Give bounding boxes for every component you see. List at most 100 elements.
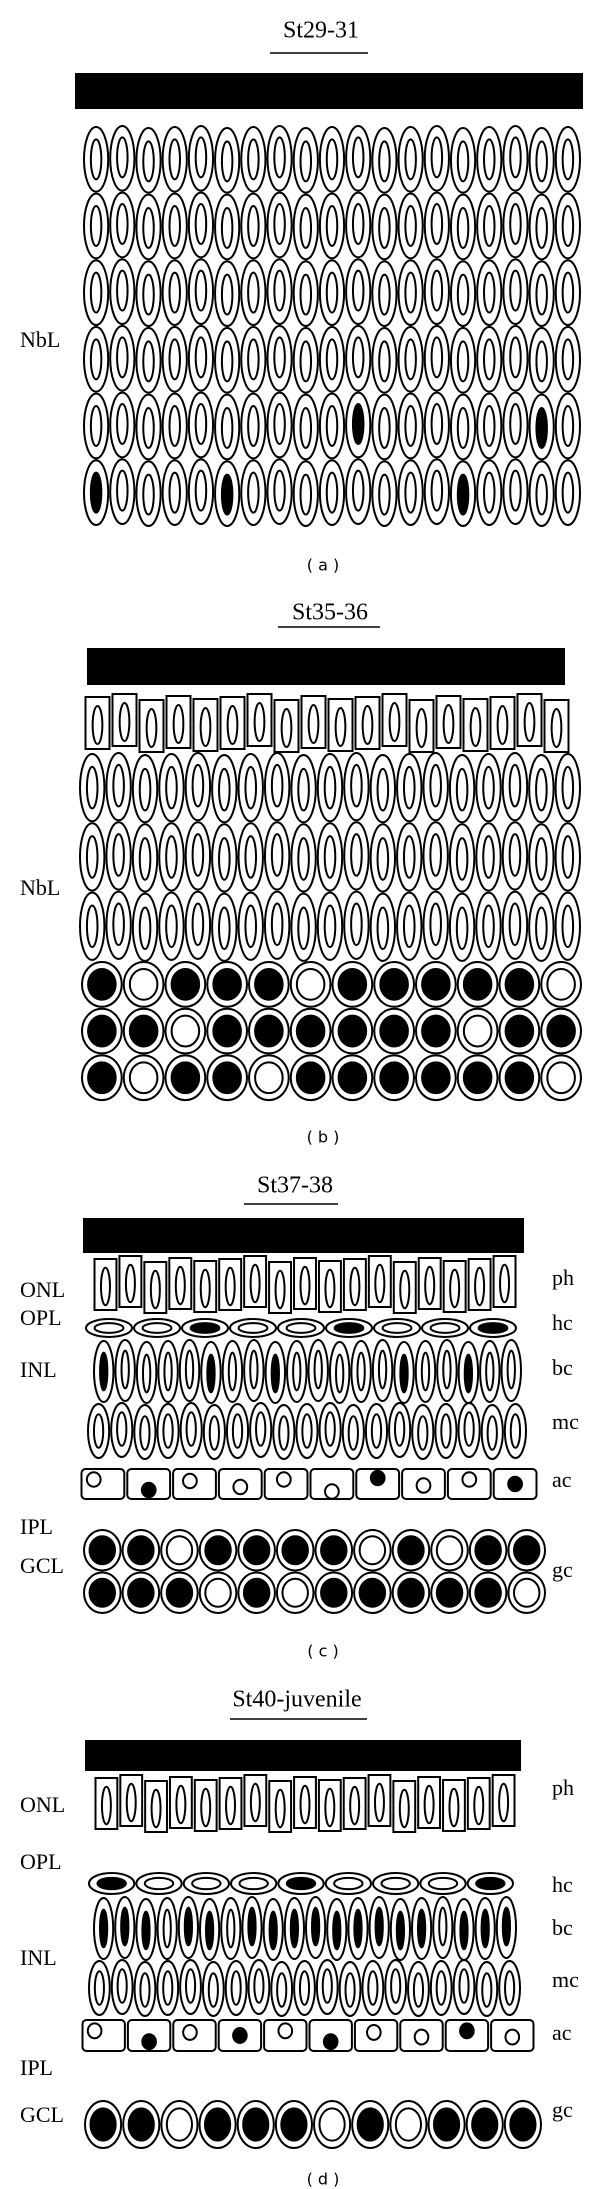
- panel-b-round-cell-cell: [373, 1007, 415, 1055]
- panel-b-photoreceptor-cell: [435, 695, 462, 749]
- panel-c-caption: ( c ): [307, 1641, 339, 1661]
- panel-d-pigment-bar: [85, 1740, 521, 1771]
- panel-c-ganglion-nucleus: [88, 1535, 117, 1566]
- panel-c-bipolar-nucleus: [399, 1353, 409, 1394]
- panel-a-neuroblast-nucleus: [351, 136, 365, 179]
- panel-a-neuroblast-nucleus: [561, 205, 575, 247]
- panel-b-photoreceptor-cell: [111, 693, 138, 747]
- panel-c-bipolar-cell: [157, 1340, 179, 1403]
- panel-b-photoreceptor-nucleus: [442, 703, 455, 745]
- panel-c-muller-nucleus: [208, 1415, 221, 1451]
- panel-d-horizontal-nucleus: [475, 1876, 506, 1891]
- panel-d-bipolar-cell: [220, 1897, 242, 1960]
- panel-a-neuroblast-nucleus: [273, 336, 286, 379]
- panel-d-muller-cell: [88, 1960, 111, 2016]
- panel-d-muller-cell: [133, 1961, 157, 2017]
- panel-a-neuroblast-cell: [423, 458, 450, 525]
- panel-d-photoreceptor-cell: [218, 1777, 243, 1830]
- panel-b-neuroblast-nucleus: [429, 763, 442, 808]
- panel-d-amacrine-nucleus: [322, 2033, 339, 2051]
- panel-b-neuroblast-cell: [501, 821, 529, 891]
- panel-c-ganglion-nucleus: [358, 1535, 387, 1566]
- panel-a-pigment-bar: [75, 73, 583, 109]
- panel-a-neuroblast-cell: [266, 325, 293, 392]
- panel-c-bipolar-nucleus: [506, 1349, 516, 1390]
- panel-d-muller-cell: [270, 1961, 294, 2017]
- panel-c-muller-cell: [272, 1404, 296, 1460]
- panel-c-ganglion-cell: [275, 1571, 315, 1614]
- panel-c-photoreceptor-nucleus: [274, 1269, 286, 1310]
- panel-d-muller-cell: [429, 1960, 453, 2016]
- panel-c-bipolar-cell: [479, 1340, 501, 1403]
- panel-b-neuroblast-nucleus: [561, 765, 575, 810]
- panel-a-neuroblast-nucleus: [116, 403, 129, 445]
- panel-d-bipolar-nucleus: [374, 1906, 384, 1947]
- panel-a-neuroblast-cell: [449, 260, 477, 327]
- panel-a-neuroblast-cell: [266, 391, 293, 459]
- panel-a-neuroblast-cell: [502, 191, 529, 259]
- panel-c-photoreceptor-nucleus: [374, 1263, 386, 1304]
- panel-b-photoreceptor-cell: [246, 693, 273, 747]
- panel-a-neuroblast-nucleus: [194, 269, 208, 312]
- panel-c-bipolar-nucleus: [485, 1351, 495, 1392]
- panel-c-muller-nucleus: [347, 1415, 359, 1451]
- panel-d-amacrine-cell: [172, 2019, 217, 2052]
- panel-d-amacrine-nucleus: [141, 2033, 157, 2051]
- panel-c-photoreceptor-nucleus: [499, 1263, 511, 1304]
- panel-b-round-cell-nucleus: [504, 1061, 535, 1095]
- panel-b-neuroblast-cell: [290, 754, 317, 824]
- panel-b-neuroblast-nucleus: [165, 904, 178, 949]
- panel-c-ganglion-nucleus: [397, 1535, 425, 1566]
- panel-b-neuroblast-nucleus: [350, 763, 363, 808]
- panel-a-neuroblast-nucleus: [299, 140, 313, 183]
- panel-c-photoreceptor-nucleus: [474, 1266, 486, 1307]
- panel-c-photoreceptor-cell: [467, 1258, 492, 1311]
- panel-c-ganglion-nucleus: [320, 1577, 348, 1608]
- panel-b-round-cell-nucleus: [212, 1061, 242, 1095]
- panel-a-neuroblast-nucleus: [509, 336, 522, 379]
- panel-a-neuroblast-nucleus: [116, 336, 129, 379]
- panel-b-neuroblast-nucleus: [244, 765, 258, 810]
- panel-d-muller-nucleus: [207, 1972, 219, 2008]
- panel-a-neuroblast-nucleus: [456, 273, 470, 316]
- panel-a-neuroblast-cell: [214, 127, 241, 194]
- panel-a-neuroblast-nucleus: [483, 471, 496, 514]
- panel-c-label-inl: INL: [20, 1357, 57, 1382]
- panel-a-neuroblast-nucleus: [509, 269, 522, 312]
- panel-b-photoreceptor-nucleus: [550, 707, 563, 749]
- panel-d-horizontal-cell: [182, 1872, 230, 1895]
- panel-a-neuroblast-nucleus: [561, 138, 575, 181]
- panel-a-neuroblast-nucleus: [378, 140, 391, 183]
- panel-d-ganglion-nucleus: [356, 2107, 384, 2142]
- panel-d-horizontal-cell: [88, 1872, 136, 1895]
- panel-a-neuroblast-cell: [135, 127, 162, 194]
- panel-b-neuroblast-cell: [554, 753, 582, 823]
- panel-a-neuroblast-cell: [449, 327, 477, 394]
- panel-d-label-ph: ph: [552, 1775, 574, 1800]
- panel-c-horizontal-nucleus: [429, 1322, 461, 1334]
- panel-d-bipolar-nucleus: [395, 1910, 406, 1951]
- panel-c-amacrine-cell: [80, 1468, 126, 1500]
- panel-b-round-cell-cell: [456, 1007, 499, 1055]
- panel-c-ganglion-cell: [468, 1529, 508, 1572]
- panel-b-round-cell-nucleus: [170, 967, 201, 1001]
- panel-b-round-cell-cell: [415, 961, 457, 1008]
- panel-a-neuroblast-nucleus: [509, 203, 522, 245]
- panel-c-muller-cell: [179, 1402, 203, 1458]
- panel-a-neuroblast-nucleus: [509, 403, 522, 445]
- panel-a-neuroblast-cell: [83, 392, 110, 460]
- panel-a-neuroblast-nucleus: [116, 136, 129, 179]
- panel-c-ganglion-cell: [198, 1571, 238, 1614]
- panel-d-bipolar-nucleus: [459, 1910, 469, 1951]
- panel-b-round-cell-nucleus: [546, 1061, 576, 1095]
- panel-b-neuroblast-nucleus: [218, 837, 231, 881]
- panel-a-neuroblast-nucleus: [299, 407, 313, 449]
- panel-c-muller-nucleus: [116, 1411, 128, 1447]
- panel-c-ganglion-nucleus: [474, 1577, 502, 1608]
- panel-a-neuroblast-cell: [502, 258, 529, 325]
- panel-d-bipolar-cell: [305, 1896, 327, 1959]
- panel-b-neuroblast-nucleus: [455, 906, 469, 951]
- panel-b-neuroblast-cell: [369, 754, 397, 824]
- panel-d-bipolar-cell: [114, 1896, 136, 1959]
- panel-b-round-cell-nucleus: [295, 967, 326, 1001]
